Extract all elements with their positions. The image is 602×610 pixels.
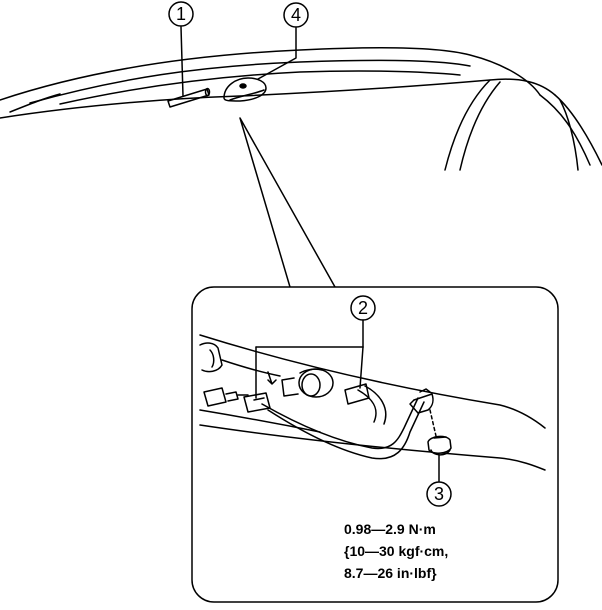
callout-4-circle	[283, 2, 309, 28]
callout-2-circle	[350, 295, 376, 321]
torque-spec-line-2: {10—30 kgf·cm,	[344, 543, 448, 559]
antenna-base	[223, 77, 267, 102]
leader-4	[257, 27, 297, 80]
roof-outline	[0, 46, 602, 171]
detail-inset-frame	[191, 286, 559, 603]
zoom-pointer	[239, 117, 336, 288]
torque-spec-line-1: 0.98—2.9 N·m	[344, 521, 436, 537]
callout-1-circle	[168, 1, 194, 27]
callout-1-label: 1	[176, 4, 186, 24]
callout-2-label: 2	[358, 298, 368, 318]
callout-3-label: 3	[434, 484, 444, 504]
leader-2	[255, 319, 364, 399]
torque-spec-line-3: 8.7—26 in·lbf}	[344, 565, 437, 581]
callout-3-circle	[426, 481, 452, 507]
callout-4-label: 4	[291, 5, 301, 25]
leader-1	[180, 26, 184, 97]
antenna-mast	[167, 87, 211, 108]
